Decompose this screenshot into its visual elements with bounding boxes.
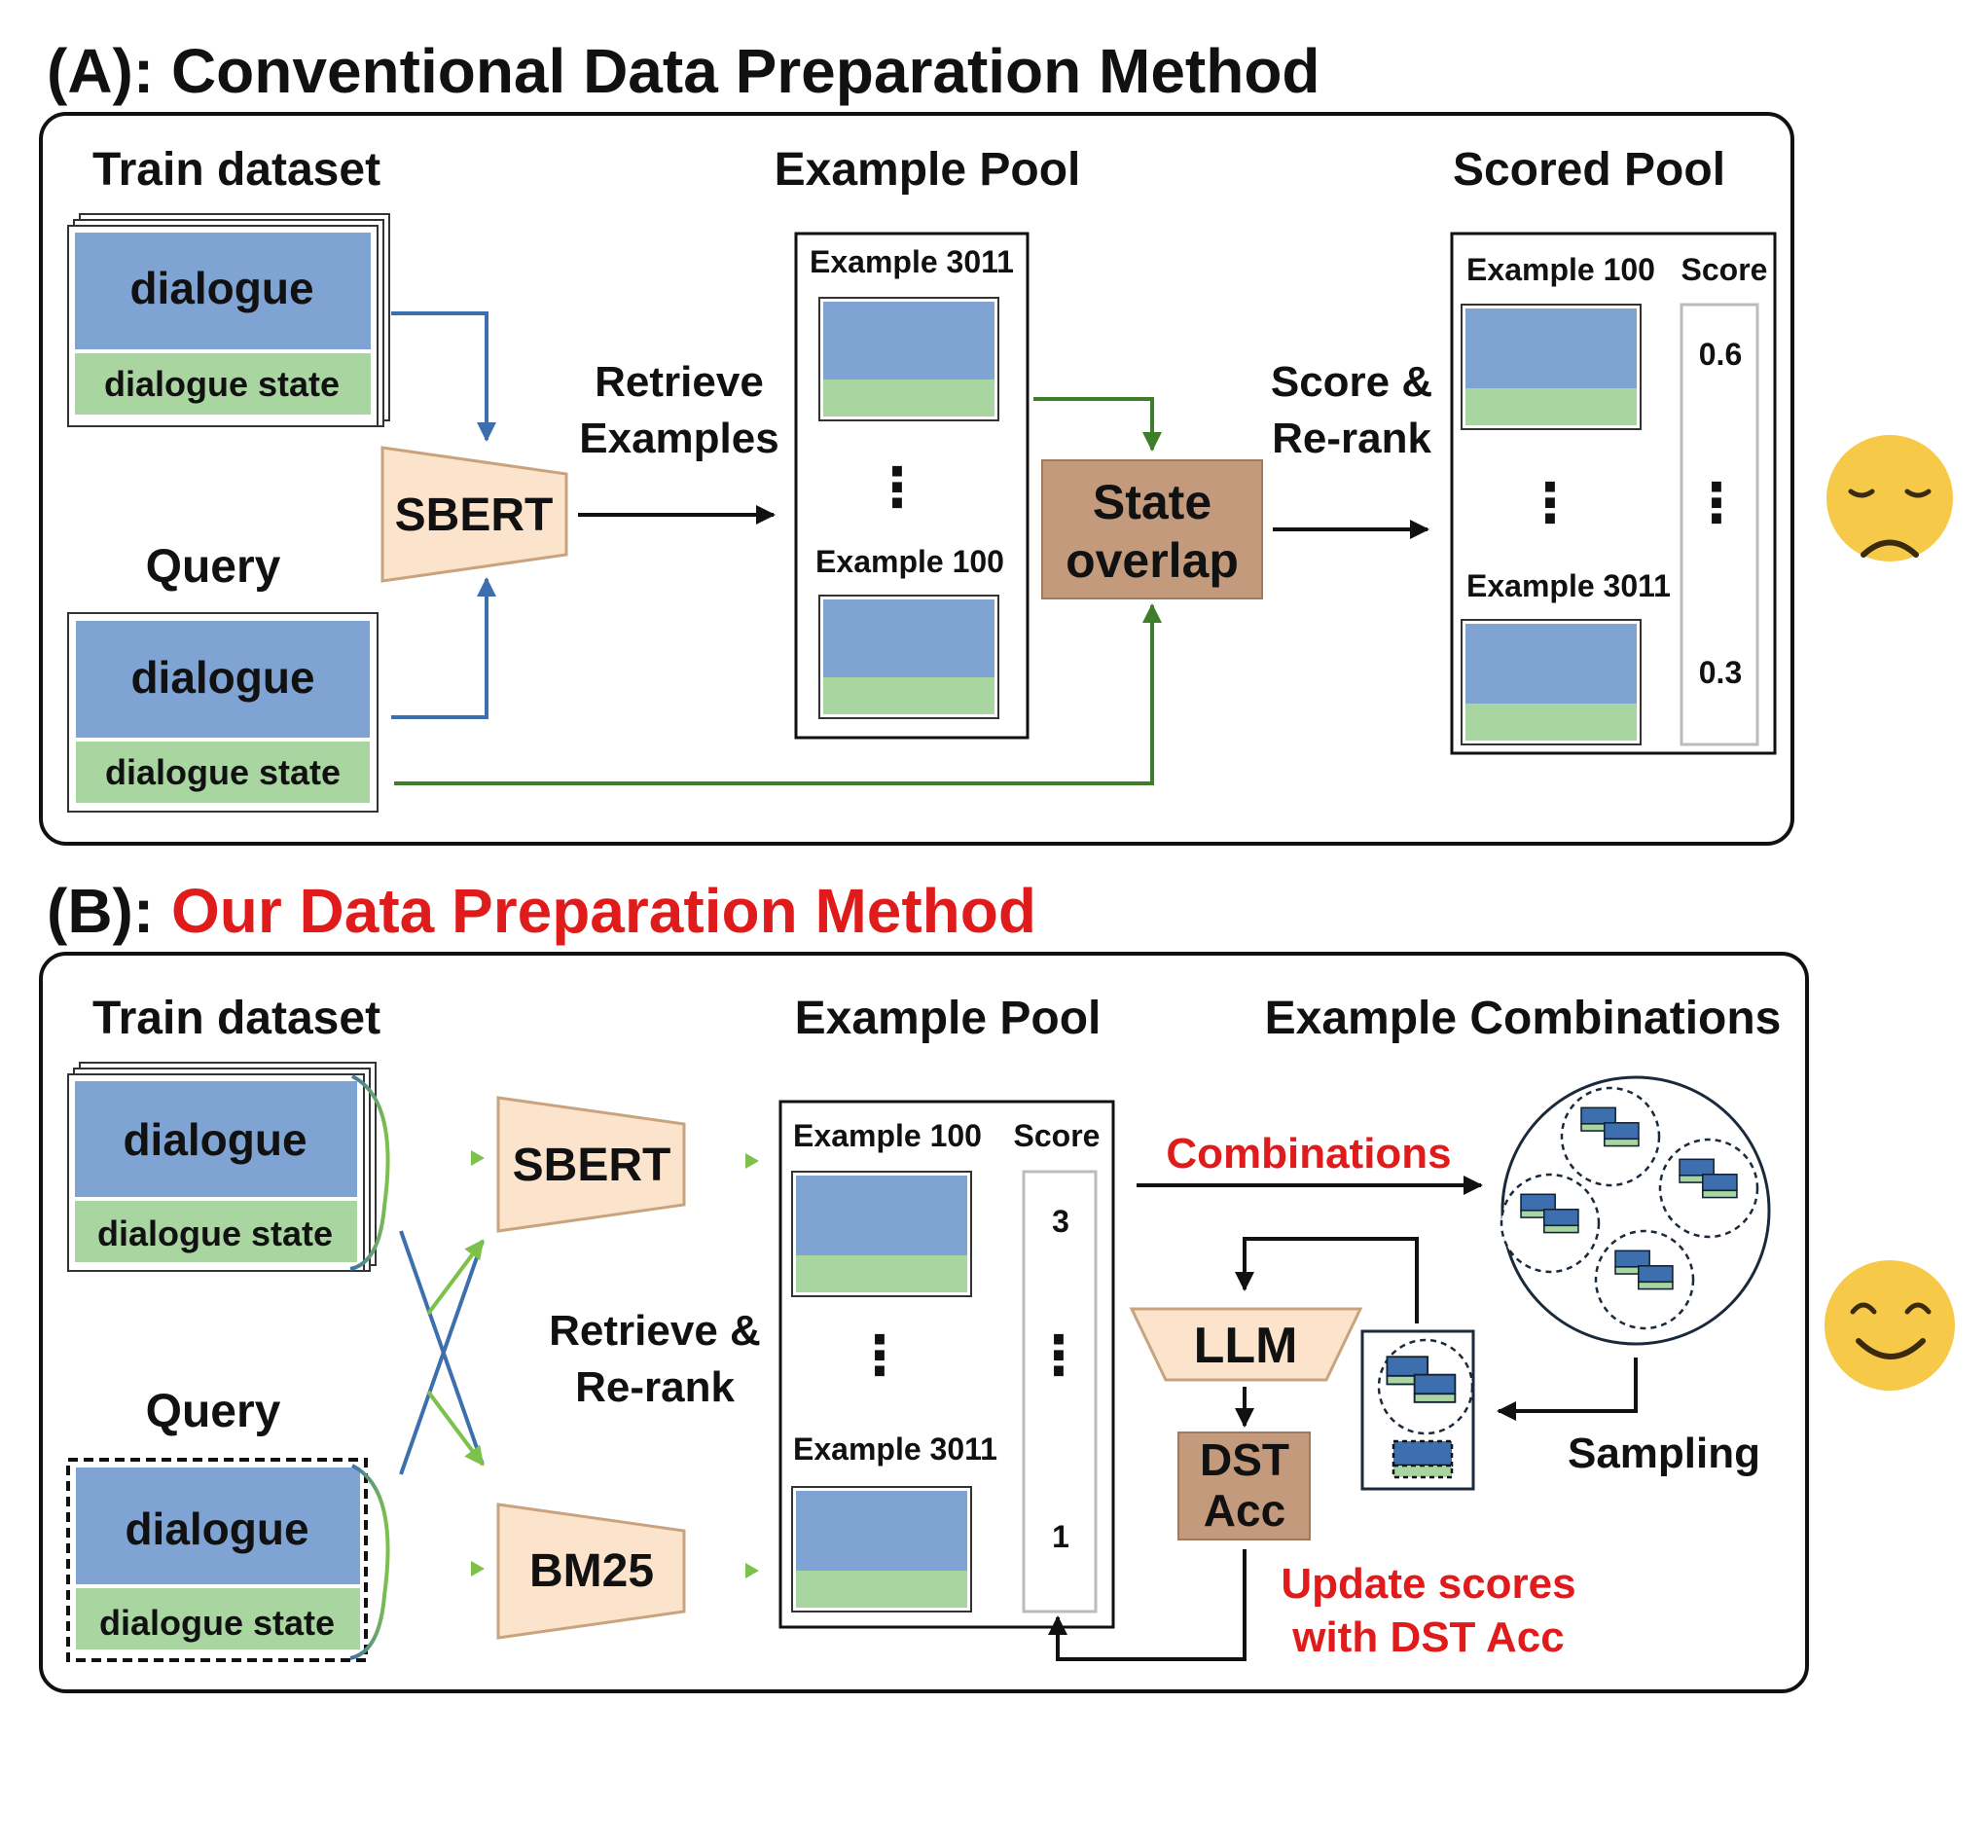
b-llm-box (1129, 1307, 1363, 1382)
a-scored-title: Scored Pool (1453, 144, 1725, 196)
b-sampling-label: Sampling (1568, 1430, 1760, 1477)
b-score-column (1022, 1170, 1098, 1613)
b-bm25-encoder (496, 1503, 686, 1640)
a-retrieve-line1: Retrieve (595, 358, 764, 406)
a-score-bottom: 0.3 (1699, 655, 1742, 690)
a-score-ellipsis: ⋮ (1689, 472, 1744, 533)
a-query-title: Query (146, 541, 281, 593)
b-combination-pool (1500, 1075, 1771, 1346)
panel-a-frame (39, 112, 1794, 846)
a-pool-title: Example Pool (775, 144, 1081, 196)
b-train-stack (67, 1062, 377, 1272)
b-score-bottom: 1 (1052, 1519, 1069, 1554)
b-dst-acc-box (1177, 1431, 1311, 1540)
b-update-arrow (1048, 1549, 1247, 1661)
b-combinations-label: Combinations (1166, 1130, 1451, 1178)
b-retrieve-line1: Retrieve & (549, 1307, 761, 1355)
b-sbert-label: SBERT (513, 1140, 671, 1191)
b-score-ellipsis: ⋮ (1031, 1324, 1086, 1386)
b-pool-ellipsis: ⋮ (852, 1324, 907, 1386)
a-train-title: Train dataset (92, 144, 380, 196)
b-train-dialogue: dialogue (123, 1114, 307, 1165)
b-sbert-encoder (496, 1096, 686, 1233)
b-cross-green-up (426, 1239, 485, 1316)
panel-b-heading: (B): Our Data Preparation Method (47, 876, 1036, 946)
b-query-state: dialogue state (99, 1603, 335, 1643)
b-bm25-out-head (745, 1563, 759, 1578)
b-dst-line1: DST (1200, 1434, 1289, 1485)
b-llm-label: LLM (1194, 1318, 1298, 1374)
a-overlap-line1: State (1093, 475, 1211, 529)
b-pool-title: Example Pool (795, 993, 1102, 1044)
a-score-top: 0.6 (1699, 337, 1742, 372)
a-pool-to-overlap-arrow (1033, 397, 1162, 452)
b-train-title: Train dataset (92, 993, 380, 1044)
a-train-dialogue: dialogue (129, 263, 313, 313)
b-train-to-sbert-head (471, 1150, 485, 1166)
b-query-to-bm25-head (471, 1561, 485, 1576)
b-pool-bottom-example (791, 1486, 972, 1612)
a-pool-bottom-example (818, 595, 999, 719)
a-scored-bottom-label: Example 3011 (1466, 568, 1671, 603)
b-query-card (66, 1458, 368, 1662)
a-scored-top-label: Example 100 (1466, 252, 1655, 287)
b-combinations-title: Example Combinations (1265, 993, 1782, 1044)
a-train-to-sbert-arrow (391, 311, 496, 442)
b-train-to-bm25-line (399, 1230, 485, 1466)
panel-a-heading: (A): Conventional Data Preparation Metho… (47, 36, 1320, 106)
b-cross-green-down (426, 1390, 485, 1467)
a-scored-ellipsis: ⋮ (1523, 472, 1577, 533)
b-score-top: 3 (1052, 1204, 1069, 1239)
b-query-dialogue: dialogue (125, 1504, 308, 1554)
a-scored-bottom-example (1461, 619, 1642, 745)
b-sampling-arrow (1497, 1358, 1638, 1421)
a-retrieve-line2: Examples (579, 415, 778, 462)
a-train-state: dialogue state (104, 364, 340, 404)
b-pool-header: Score (1014, 1118, 1101, 1153)
b-heading-prefix: (B): (47, 876, 171, 946)
a-sbert-label: SBERT (395, 489, 554, 541)
panel-b-frame (39, 952, 1809, 1693)
a-pool-bottom-label: Example 100 (815, 544, 1004, 579)
a-query-to-sbert-arrow (391, 577, 496, 719)
b-sampled-combination (1360, 1329, 1475, 1491)
a-query-card (67, 612, 379, 813)
a-query-state: dialogue state (105, 752, 341, 792)
b-update-line1: Update scores (1281, 1560, 1575, 1608)
b-sample-to-llm-arrow (1235, 1237, 1419, 1323)
b-query-bracket (349, 1464, 390, 1660)
b-pool-top-example (791, 1171, 972, 1297)
b-pool-top-label: Example 100 (793, 1118, 982, 1153)
a-score-column (1680, 303, 1759, 746)
b-sbert-out-head (745, 1153, 759, 1169)
happy-face-icon (1825, 1260, 1955, 1391)
b-pool-bottom-label: Example 3011 (793, 1431, 997, 1467)
a-overlap-line2: overlap (1066, 533, 1239, 588)
a-scored-top-example (1461, 304, 1642, 430)
b-retrieve-line2: Re-rank (575, 1363, 735, 1411)
a-scored-header: Score (1681, 252, 1768, 287)
b-bm25-label: BM25 (529, 1545, 654, 1597)
b-train-bracket (349, 1074, 390, 1271)
b-query-title: Query (146, 1386, 281, 1437)
a-pool-ellipsis: ⋮ (870, 456, 924, 518)
a-query-to-overlap-arrow (394, 603, 1162, 785)
b-train-state: dialogue state (97, 1214, 333, 1253)
a-train-stack (67, 213, 390, 427)
b-update-line2: with DST Acc (1291, 1613, 1565, 1661)
a-score-line1: Score & (1271, 358, 1432, 406)
a-query-dialogue: dialogue (130, 652, 314, 703)
a-pool-top-example (818, 297, 999, 421)
b-heading-highlight: Our Data Preparation Method (171, 876, 1036, 946)
b-dst-line2: Acc (1204, 1485, 1285, 1536)
b-query-to-sbert-line (399, 1240, 485, 1475)
a-pool-top-label: Example 3011 (810, 244, 1014, 279)
a-sbert-encoder (380, 446, 568, 583)
a-score-line2: Re-rank (1272, 415, 1431, 462)
sad-face-icon (1826, 435, 1953, 562)
a-state-overlap-box (1041, 459, 1263, 599)
